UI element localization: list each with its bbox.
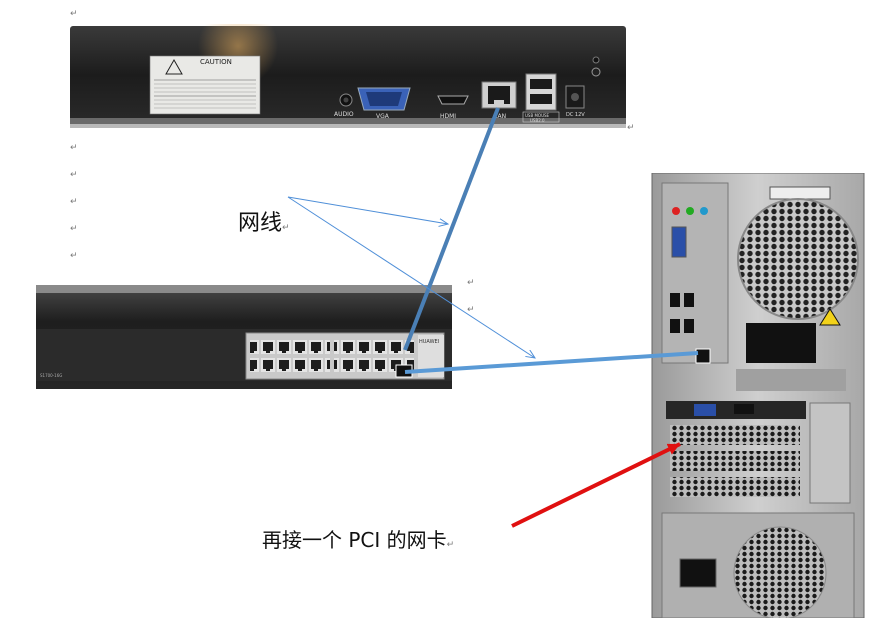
paragraph-mark: ↵	[70, 224, 78, 234]
pci-card-label-text: 再接一个 PCI 的网卡	[262, 528, 447, 552]
nvr-rear-panel: CAUTION AUDIO VGA HDMI LAN USB MOUSE USB…	[70, 24, 626, 128]
expansion-slot	[670, 477, 800, 497]
paragraph-mark: ↵	[70, 170, 78, 180]
expansion-slot	[670, 451, 800, 471]
paragraph-mark: ↵	[446, 540, 455, 550]
pc-vga-port	[671, 226, 687, 258]
cable-pointer-line	[287, 196, 448, 224]
cable-pointer-line	[287, 196, 535, 358]
lan-cable-nvr-to-switch	[403, 107, 500, 351]
usb-label: USB MOUSE	[525, 113, 550, 118]
paragraph-mark: ↵	[467, 278, 475, 288]
audio-label: AUDIO	[334, 111, 354, 118]
hdmi-port	[437, 95, 469, 105]
psu-fan-grille	[733, 526, 827, 618]
network-switch: S1700-16G HUAWEI	[36, 285, 452, 389]
cable-label: 网线↵	[238, 205, 290, 237]
pc-onboard-lan-port	[695, 348, 711, 364]
switch-ports-left	[250, 339, 330, 375]
paragraph-mark: ↵	[70, 251, 78, 261]
pc-tower-rear	[651, 173, 865, 618]
pci-red-arrow	[511, 442, 681, 528]
hdmi-label: HDMI	[440, 113, 456, 120]
pci-card-label: 再接一个 PCI 的网卡↵	[262, 524, 454, 553]
exhaust-fan-grille	[737, 198, 859, 320]
paragraph-mark: ↵	[627, 123, 635, 133]
expansion-slot	[670, 425, 800, 445]
paragraph-mark: ↵	[282, 223, 290, 233]
power-socket	[679, 558, 717, 588]
paragraph-mark: ↵	[70, 197, 78, 207]
paragraph-mark: ↵	[467, 305, 475, 315]
vga-port	[357, 87, 411, 111]
usb-sub-label: USB2.0	[530, 118, 545, 123]
dc-label: DC 12V	[566, 112, 585, 118]
vga-label: VGA	[376, 113, 390, 120]
caution-title: CAUTION	[200, 58, 232, 66]
cable-label-text: 网线	[238, 211, 283, 236]
lan-label: LAN	[494, 113, 506, 120]
svg-text:S1700-16G: S1700-16G	[40, 373, 62, 378]
switch-brand: HUAWEI	[419, 339, 439, 345]
lan-cable-switch-to-pc	[404, 351, 699, 374]
usb-ports	[525, 73, 557, 111]
paragraph-mark: ↵	[70, 9, 78, 19]
lan-port	[481, 81, 517, 109]
paragraph-mark: ↵	[70, 143, 78, 153]
